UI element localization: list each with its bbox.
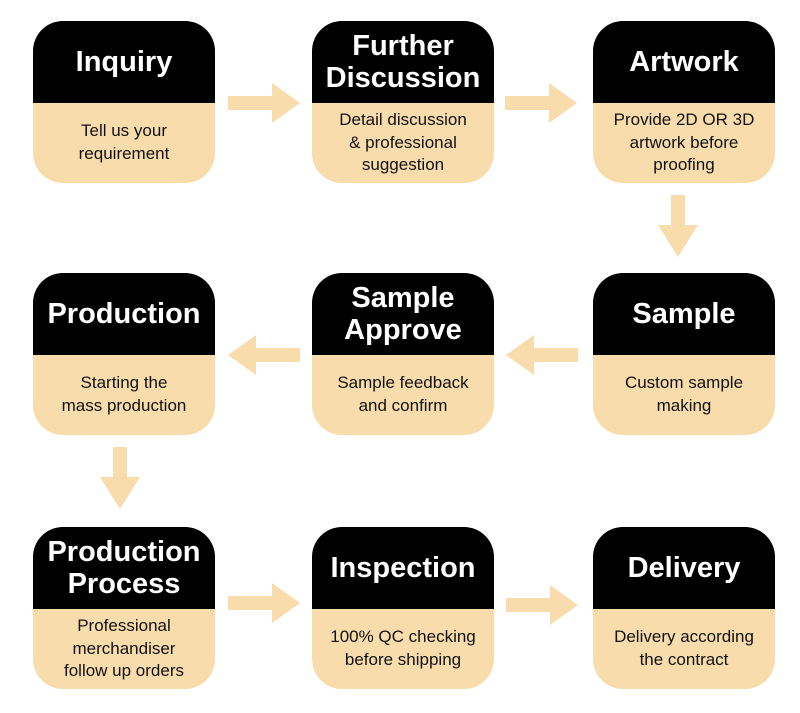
card-title-panel: Inspection [312,527,494,609]
card-title: Inquiry [75,45,173,78]
card-description-panel: Custom sample making [593,355,775,435]
flow-card-inquiry: Inquiry Tell us your requirement [33,21,215,183]
card-title-panel: Sample Approve [312,273,494,355]
card-title: Further Discussion [325,29,481,94]
arrow-left-icon [228,333,300,377]
card-title-panel: Artwork [593,21,775,103]
flow-card-delivery: Delivery Delivery according the contract [593,527,775,689]
card-description: Starting the mass production [61,373,187,415]
arrow-down-icon [656,195,700,257]
card-description-panel: Sample feedback and confirm [312,355,494,435]
card-description: Tell us your requirement [78,121,170,163]
flow-card-artwork: Artwork Provide 2D OR 3D artwork before … [593,21,775,183]
card-title: Delivery [627,551,741,584]
card-description-panel: 100% QC checking before shipping [312,609,494,689]
arrow-right-icon [228,581,300,625]
arrow-down-icon [98,447,142,509]
card-description-panel: Tell us your requirement [33,103,215,183]
card-description: 100% QC checking before shipping [330,627,476,669]
card-description-panel: Delivery according the contract [593,609,775,689]
card-description: Detail discussion & professional suggest… [339,109,467,175]
card-title-panel: Production Process [33,527,215,609]
card-description: Custom sample making [624,373,744,415]
card-title-panel: Production [33,273,215,355]
flow-card-production-process: Production Process Professional merchand… [33,527,215,689]
arrow-left-icon [506,333,578,377]
card-title: Sample [632,297,736,330]
flow-card-inspection: Inspection 100% QC checking before shipp… [312,527,494,689]
card-title: Inspection [330,551,476,584]
card-title-panel: Inquiry [33,21,215,103]
card-title-panel: Delivery [593,527,775,609]
card-title-panel: Sample [593,273,775,355]
card-description-panel: Professional merchandiser follow up orde… [33,609,215,689]
arrow-right-icon [506,583,578,627]
card-title: Production [47,297,201,330]
flow-card-sample: Sample Custom sample making [593,273,775,435]
card-title: Artwork [629,45,739,78]
card-description: Sample feedback and confirm [337,373,469,415]
card-description-panel: Detail discussion & professional suggest… [312,103,494,183]
arrow-right-icon [505,81,577,125]
card-title-panel: Further Discussion [312,21,494,103]
card-title: Sample Approve [344,281,462,346]
card-description: Professional merchandiser follow up orde… [63,615,184,681]
flow-card-further-discussion: Further Discussion Detail discussion & p… [312,21,494,183]
card-description-panel: Starting the mass production [33,355,215,435]
card-title: Production Process [47,535,201,600]
flow-card-production: Production Starting the mass production [33,273,215,435]
card-description-panel: Provide 2D OR 3D artwork before proofing [593,103,775,183]
arrow-right-icon [228,81,300,125]
card-description: Delivery according the contract [614,627,754,669]
card-description: Provide 2D OR 3D artwork before proofing [613,109,755,175]
flow-card-sample-approve: Sample Approve Sample feedback and confi… [312,273,494,435]
